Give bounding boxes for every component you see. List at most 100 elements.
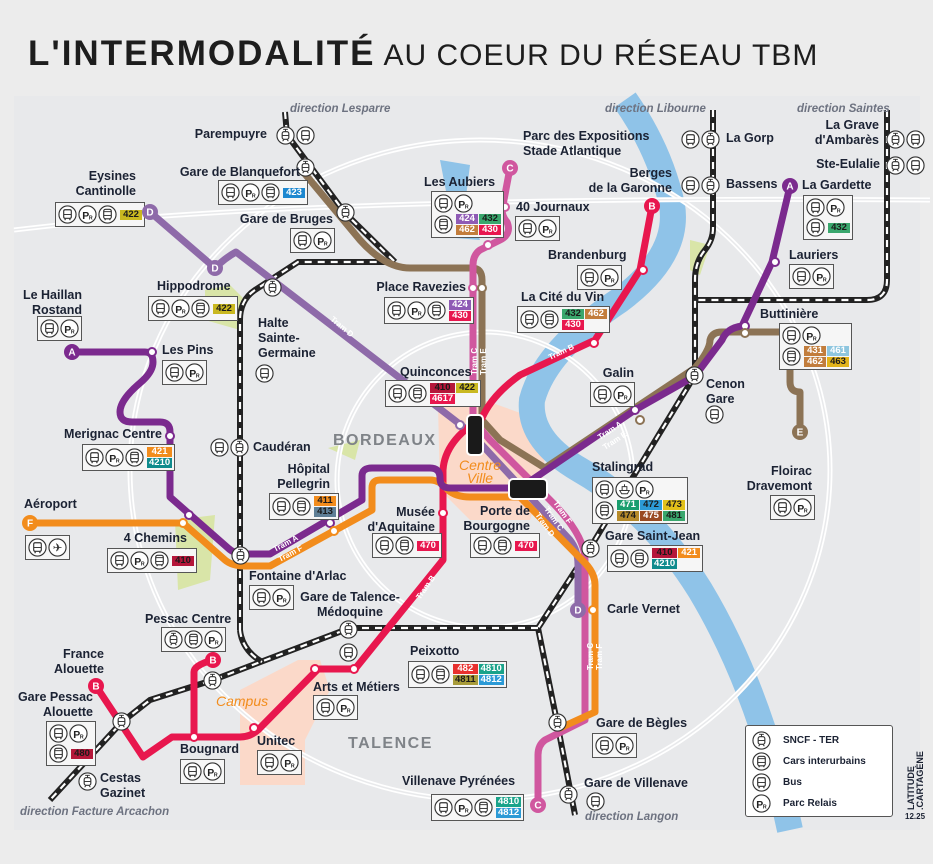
direction-arcachon: direction Facture Arcachon [20, 806, 170, 818]
station-name: Cenon Gare [706, 377, 745, 406]
bus-line-badge[interactable]: 462 [456, 225, 478, 235]
pr-icon [313, 231, 332, 250]
boat-icon [615, 480, 634, 499]
station-name: Stalingrad [592, 460, 654, 474]
bus-line-badge[interactable]: 430 [449, 311, 471, 321]
pr-icon [130, 551, 149, 570]
bus-line-badge[interactable]: 4617 [430, 393, 456, 404]
station-services-box [592, 733, 637, 758]
bus-line-badge[interactable]: 4812 [478, 674, 504, 685]
bus-line-badge[interactable]: 4811 [453, 674, 478, 685]
bus-line-badge[interactable]: 413 [314, 507, 336, 517]
station-services-box [249, 585, 294, 610]
bus-line-badge[interactable]: 411 [314, 496, 336, 506]
station-name: Gare de Bègles [596, 716, 688, 730]
station-name: Bassens [726, 177, 778, 191]
bus-line-badge[interactable]: 430 [562, 320, 584, 330]
tram-label: Tram E [479, 348, 488, 375]
bus-line-badge[interactable]: 463 [827, 357, 849, 367]
bus-line-badge[interactable]: 473 [663, 500, 685, 510]
bus-icon [49, 724, 68, 743]
pr-icon [280, 753, 299, 772]
bus-icon [434, 798, 453, 817]
bus-line-badge[interactable]: 462 [585, 309, 607, 319]
train-icon [339, 620, 358, 639]
pr-icon [538, 219, 557, 238]
bus-line-badge[interactable]: 4812 [496, 807, 522, 818]
station-name: Les Aubiers [424, 175, 496, 189]
car-icon [49, 744, 68, 763]
station-name: Floirac Dravemont [746, 464, 812, 493]
train-icon [276, 126, 295, 145]
bus-line-badge[interactable]: 432 [479, 214, 501, 224]
station-services [339, 620, 358, 662]
bus-line-badge[interactable]: 431 [804, 346, 826, 356]
tram-label: Tram C [586, 643, 595, 670]
bus-line-badge[interactable]: 482 [453, 664, 478, 674]
bus-line-badge[interactable]: 432 [828, 222, 850, 233]
bus-icon [906, 156, 925, 175]
bus-line-badge[interactable]: 4810 [496, 796, 522, 807]
bus-line-badge[interactable]: 4210 [147, 457, 173, 468]
bus-line-badge[interactable]: 421 [678, 548, 701, 558]
bus-icon [272, 497, 291, 516]
pr-icon [454, 798, 473, 817]
bus-icon [806, 218, 825, 237]
bus-line-badge[interactable]: 410 [430, 383, 456, 393]
bus-line-badge[interactable]: 461 [827, 346, 849, 356]
bus-line-badge[interactable]: 423 [283, 187, 305, 198]
station-services-box: 432 [803, 195, 853, 240]
bus-line-badge[interactable]: 480 [71, 748, 93, 759]
bus-line-badge[interactable]: 470 [417, 540, 439, 551]
bus-line-badges: 422 [120, 209, 142, 220]
bus-icon [520, 310, 539, 329]
station-name: Villenave Pyrénées [402, 774, 516, 788]
bus-line-badge[interactable]: 424 [449, 300, 471, 310]
bus-line-badges: 480 [71, 748, 93, 759]
bus-line-badge[interactable]: 4810 [478, 663, 504, 674]
direction-saintes: direction Saintes [797, 103, 890, 115]
bus-line-badge[interactable]: 475 [640, 511, 662, 521]
bus-line-badge[interactable]: 421 [147, 447, 173, 457]
station-services-box: 410 [107, 548, 197, 573]
bus-line-badge[interactable]: 471 [617, 500, 639, 510]
car-icon [493, 536, 512, 555]
station-services [78, 772, 97, 791]
bus-line-badge[interactable]: 424 [456, 214, 478, 224]
car-icon [292, 497, 311, 516]
legend-label: Parc Relais [783, 798, 837, 809]
bus-icon [28, 538, 47, 557]
bus-icon [375, 536, 394, 555]
station-services-box [25, 535, 70, 560]
bus-line-badge[interactable]: 462 [804, 357, 826, 367]
station-name: Gare Pessac Alouette [17, 690, 93, 719]
bus-icon [773, 498, 792, 517]
station-name: Berges de la Garonne [588, 166, 672, 195]
bus-line-badge[interactable]: 410 [652, 548, 678, 558]
bus-icon [293, 231, 312, 250]
station-name: Parc des Expositions Stade Atlantique [523, 129, 650, 158]
bus-line-badge[interactable]: 4210 [652, 558, 678, 569]
station-name: Fontaine d'Arlac [249, 569, 347, 583]
bus-line-badge[interactable]: 472 [640, 500, 662, 510]
bus-icon [85, 448, 104, 467]
station-services-box [161, 627, 226, 652]
bus-line-badge[interactable]: 422 [213, 303, 235, 314]
bus-icon [705, 405, 724, 424]
bus-line-badge[interactable]: 422 [120, 209, 142, 220]
pr-icon [105, 448, 124, 467]
bus-line-badge[interactable]: 474 [617, 511, 639, 521]
station-name: France Alouette [54, 647, 104, 676]
bus-icon [339, 643, 358, 662]
bus-line-badge[interactable]: 481 [663, 511, 685, 521]
bus-line-badge[interactable]: 432 [562, 309, 584, 319]
car-icon [150, 551, 169, 570]
car-icon [184, 630, 203, 649]
bus-line-badge[interactable]: 470 [515, 540, 537, 551]
bus-line-badge[interactable]: 430 [479, 225, 501, 235]
bus-icon [252, 588, 271, 607]
legend-label: Bus [783, 777, 802, 788]
bus-line-badge[interactable]: 422 [456, 383, 479, 393]
bus-line-badge[interactable]: 410 [172, 555, 194, 566]
